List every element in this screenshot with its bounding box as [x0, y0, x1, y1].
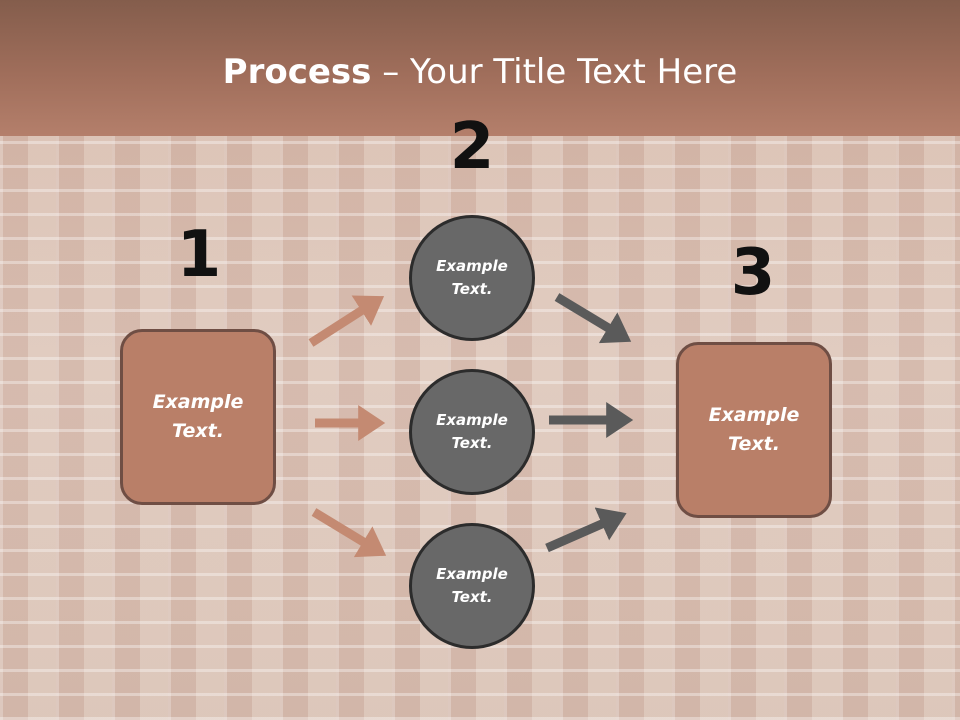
circle-top: Example Text.	[409, 215, 535, 341]
slide-title: Process – Your Title Text Here	[0, 52, 960, 92]
left-box: Example Text.	[120, 329, 276, 505]
title-banner	[0, 0, 960, 136]
title-bold: Process	[222, 52, 372, 92]
title-rest: Your Title Text Here	[410, 52, 738, 92]
circle-bottom: Example Text.	[409, 523, 535, 649]
step-number-2: 2	[449, 110, 495, 184]
circle-middle: Example Text.	[409, 369, 535, 495]
title-separator: –	[371, 52, 411, 92]
step-number-1: 1	[176, 218, 222, 292]
right-box: Example Text.	[676, 342, 832, 518]
step-number-3: 3	[730, 236, 776, 310]
